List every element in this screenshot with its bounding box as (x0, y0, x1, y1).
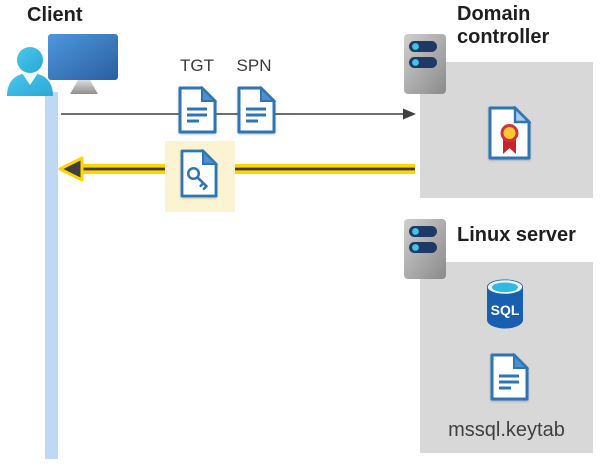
spn-ticket-icon (237, 86, 276, 134)
sql-badge-text: SQL (491, 302, 520, 318)
spn-label: SPN (236, 56, 272, 75)
domain-controller-label: Domain controller (457, 3, 550, 48)
key-icon (186, 166, 208, 191)
arrowhead-left-icon (58, 156, 84, 182)
certificate-icon (488, 106, 531, 160)
tgt-ticket-icon (178, 86, 217, 134)
request-arrow (61, 108, 416, 120)
service-ticket-key-icon (180, 149, 218, 198)
monitor-stand-icon (70, 80, 98, 94)
arrowhead-right-icon (403, 108, 416, 120)
seal-icon (500, 124, 519, 142)
client-label: Client (27, 4, 83, 26)
person-icon (7, 47, 53, 96)
linux-server-icon (404, 219, 446, 279)
client-timeline-bar (45, 92, 58, 459)
linux-server-label: Linux server (457, 224, 576, 246)
sql-database-icon: SQL (487, 279, 523, 329)
response-arrow (58, 156, 415, 182)
client-person-monitor-icon (7, 34, 118, 96)
domain-controller-server-icon (404, 34, 446, 94)
keytab-filename: mssql.keytab (448, 419, 565, 441)
keytab-file-icon (490, 352, 529, 401)
tgt-label: TGT (180, 56, 214, 75)
monitor-icon (48, 34, 118, 80)
ribbon-icon (503, 139, 516, 154)
